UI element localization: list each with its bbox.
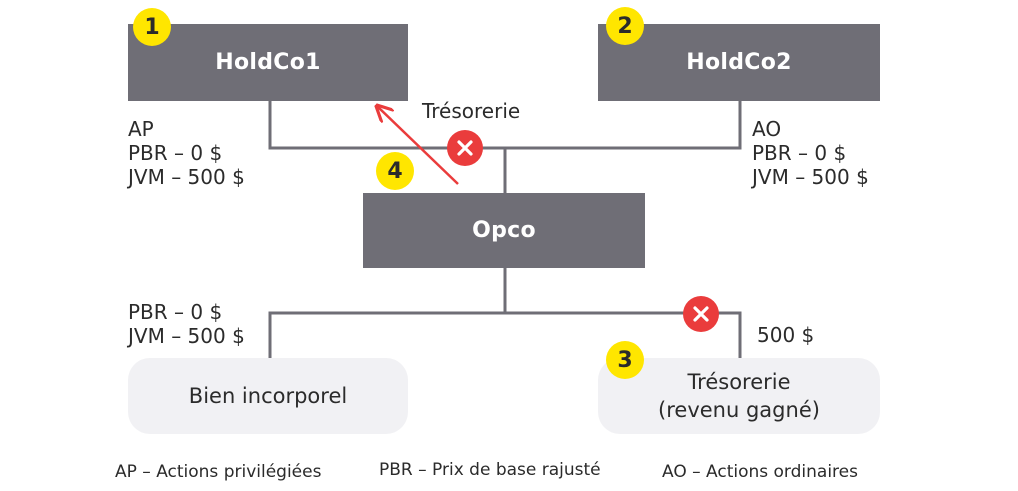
asset-connector [268, 311, 742, 358]
legend-pbr: PBR – Prix de base rajusté [379, 460, 601, 480]
share-type: AP [128, 117, 154, 141]
legend-ap: AP – Actions privilégiées [115, 462, 322, 482]
holdco2-label: HoldCo2 [686, 50, 792, 75]
legend-ao: AO – Actions ordinaires [662, 462, 858, 482]
intangible-label: Bien incorporel [188, 384, 348, 408]
share-acb: PBR – 0 $ [128, 141, 223, 165]
intangible-asset-box: Bien incorporel [128, 358, 408, 434]
tresorerie-flow-label: Trésorerie [422, 99, 521, 123]
step-badge-3: 3 [606, 341, 644, 379]
holdco1-box: HoldCo1 [128, 24, 408, 101]
opco-label: Opco [472, 218, 536, 243]
close-icon [457, 140, 473, 156]
share-fmv: JVM – 500 $ [752, 165, 869, 189]
step-badge-4: 4 [376, 152, 414, 190]
asset-fmv: JVM – 500 $ [128, 324, 245, 348]
cash-label-line2: (revenu gagné) [658, 398, 820, 422]
blocked-cash-marker [683, 296, 719, 332]
share-acb: PBR – 0 $ [752, 141, 847, 165]
share-fmv: JVM – 500 $ [128, 165, 245, 189]
arrow-icon [378, 107, 459, 185]
intangible-value-info: PBR – 0 $ JVM – 500 $ [128, 300, 245, 348]
cash-amount-label: 500 $ [757, 323, 815, 347]
holdco2-box: HoldCo2 [598, 24, 880, 101]
holdco1-share-info: AP PBR – 0 $ JVM – 500 $ [128, 117, 245, 189]
holdco1-label: HoldCo1 [215, 50, 321, 75]
cash-label-line1: Trésorerie [687, 370, 791, 394]
opco-box: Opco [363, 193, 645, 268]
asset-acb: PBR – 0 $ [128, 300, 223, 324]
step-badge-2: 2 [606, 7, 644, 45]
share-type: AO [752, 117, 782, 141]
close-icon [693, 306, 709, 322]
step-badge-1: 1 [133, 8, 171, 46]
holdco2-share-info: AO PBR – 0 $ JVM – 500 $ [752, 117, 869, 189]
blocked-dividend-marker [447, 130, 483, 166]
cash-box: Trésorerie (revenu gagné) [598, 358, 880, 434]
